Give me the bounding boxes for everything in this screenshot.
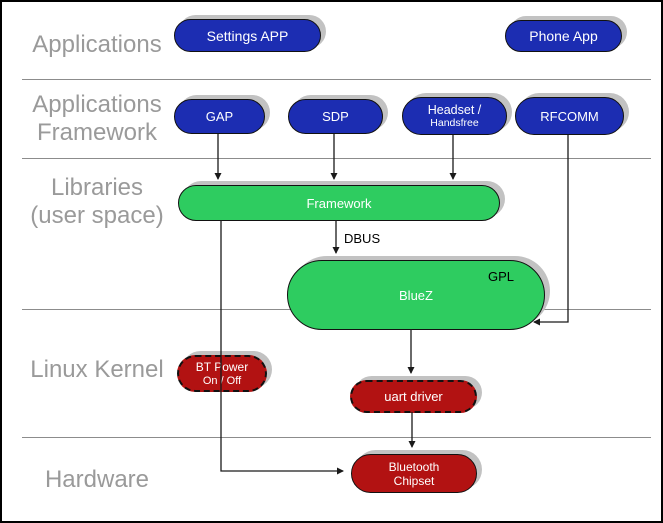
node-bt-power: BT Power On / Off	[177, 355, 267, 392]
gpl-badge: GPL	[487, 269, 514, 284]
node-label: Framework	[306, 195, 372, 211]
node-label: Phone App	[529, 28, 598, 44]
node-label: RFCOMM	[540, 108, 599, 124]
node-label: Headset /	[427, 102, 482, 117]
layer-label-line: Applications	[32, 91, 162, 118]
node-label: SDP	[322, 109, 349, 124]
layer-label-line: (user space)	[30, 202, 164, 229]
node-label: On / Off	[202, 374, 242, 387]
layer-label-linux-kernel: Linux Kernel	[8, 356, 186, 384]
layer-label-libraries: Libraries (user space)	[8, 174, 186, 230]
node-label: Bluetooth	[388, 459, 440, 474]
layer-label-line: Linux Kernel	[30, 356, 164, 383]
node-label: Handsfree	[430, 116, 479, 129]
node-label: uart driver	[384, 389, 443, 404]
node-settings-app: Settings APP	[174, 19, 321, 52]
node-sdp: SDP	[288, 99, 383, 134]
layer-divider	[22, 437, 651, 438]
node-bluetooth-chipset: Bluetooth Chipset	[351, 454, 477, 493]
layer-label-line: Hardware	[44, 466, 150, 493]
layer-label-line: Framework	[36, 119, 157, 146]
layer-label-applications-framework: Applications Framework	[8, 91, 186, 147]
node-phone-app: Phone App	[505, 20, 622, 52]
node-label: GAP	[205, 109, 234, 124]
node-label: Chipset	[393, 473, 435, 488]
node-label: BlueZ	[399, 287, 433, 303]
layer-label-line: Libraries	[50, 174, 144, 201]
layer-label-line: Applications	[32, 31, 162, 58]
node-gap: GAP	[174, 99, 265, 134]
node-uart-driver: uart driver	[350, 380, 477, 413]
node-label: BT Power	[195, 359, 249, 374]
node-label: Settings APP	[206, 27, 289, 44]
dbus-edge-label: DBUS	[344, 231, 381, 246]
node-framework: Framework	[178, 185, 500, 221]
layer-divider	[22, 79, 651, 80]
node-rfcomm: RFCOMM	[515, 97, 624, 135]
node-headset-handsfree: Headset / Handsfree	[402, 97, 507, 135]
layer-label-applications: Applications	[8, 31, 186, 59]
node-bluez: GPL BlueZ	[287, 260, 545, 330]
layer-divider	[22, 158, 651, 159]
layer-label-hardware: Hardware	[8, 466, 186, 494]
